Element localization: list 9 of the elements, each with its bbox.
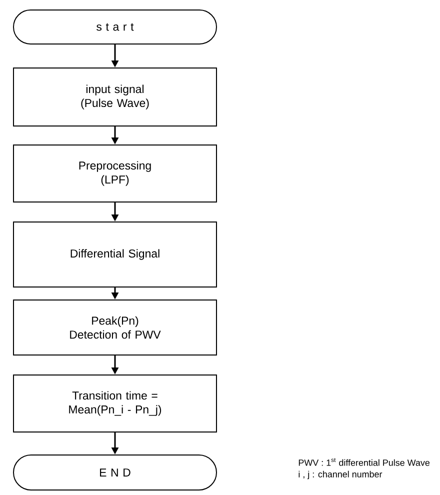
- note: i , j : channel number: [298, 470, 382, 480]
- process-box: Peak(Pn) Detection of PWV: [13, 300, 217, 356]
- process-box: input signal (Pulse Wave): [13, 68, 217, 126]
- terminator: E N D: [13, 454, 217, 490]
- process-box: Preprocessing (LPF): [13, 144, 217, 202]
- process-box: Transition time = Mean(Pn_i - Pn_j): [13, 374, 217, 432]
- note: PWV : 1$^{st}$ differential Pulse Wave: [298, 458, 430, 466]
- process-box: Differential Signal: [13, 222, 217, 288]
- terminator: s t a r t: [13, 10, 217, 44]
